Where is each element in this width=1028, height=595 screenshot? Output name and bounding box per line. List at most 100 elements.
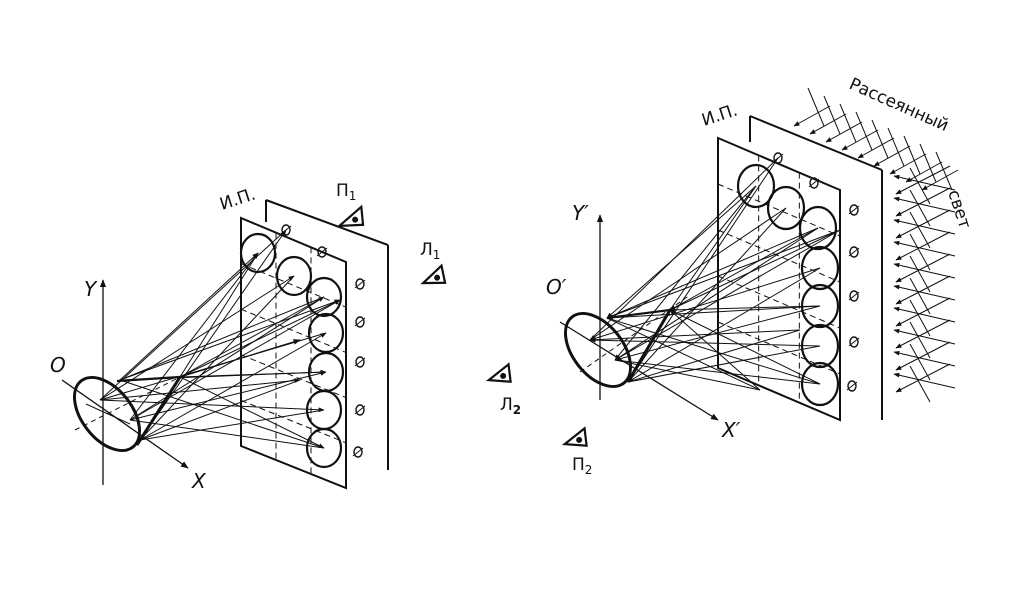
image-mark [849, 204, 859, 216]
scatter-arrow [889, 153, 927, 175]
middle-eyes: Л2 П2 [485, 362, 592, 477]
grid-line [717, 229, 841, 283]
image-mark-stroke [354, 279, 366, 289]
image-mark [773, 152, 783, 164]
ray-line [99, 275, 295, 401]
image-circle [800, 361, 840, 407]
grid-line [240, 399, 347, 444]
left-image-marks [280, 224, 366, 458]
grid-line [240, 263, 347, 308]
ray-line [606, 305, 821, 321]
scatter-arrow [893, 372, 956, 389]
ray-line [614, 359, 761, 391]
image-mark-stroke [354, 357, 366, 367]
image-circle [239, 232, 277, 274]
left-eye-l-label: Л1 [420, 240, 440, 262]
left-rays [99, 229, 341, 449]
image-mark-stroke [354, 405, 366, 415]
ray-line [119, 252, 259, 381]
scatter-arrow [909, 255, 931, 293]
image-mark [353, 446, 363, 458]
ray-line [627, 329, 801, 383]
left-eye-p-label: П1 [336, 181, 356, 203]
scatter-arrow [825, 121, 863, 143]
image-mark [849, 246, 859, 258]
image-mark [355, 404, 365, 416]
image-circle [736, 163, 776, 209]
scatter-arrow [793, 105, 831, 127]
ray-line [179, 296, 325, 378]
ray-line [129, 370, 327, 421]
scatter-arrow [893, 196, 956, 213]
scatter-arrow [909, 365, 931, 403]
ray-line [139, 409, 325, 441]
right-image-marks [772, 152, 860, 392]
left-screen-top [265, 199, 389, 246]
image-mark-stroke [808, 178, 820, 188]
scatter-arrow [871, 119, 889, 159]
scatter-arrow [935, 151, 953, 191]
scatter-arrow [919, 143, 937, 183]
scatter-arrow [895, 165, 951, 195]
image-mark [355, 356, 365, 368]
right-x-axis [559, 321, 719, 421]
left-image-circles [239, 232, 345, 469]
left-diagram: Y X O И.П. П1 Л1 [50, 181, 447, 493]
ray-line [627, 267, 821, 383]
image-mark-stroke [316, 247, 328, 257]
ray-line [129, 296, 325, 421]
ray-line [119, 296, 325, 381]
scatter-arrow [895, 341, 951, 371]
left-x-label: X [191, 469, 207, 493]
image-mark [847, 380, 857, 392]
image-mark [809, 177, 819, 189]
right-screen-top [749, 115, 883, 171]
scatter-arrow [895, 275, 951, 305]
scatter-arrow [909, 299, 931, 337]
left-object-hatch [85, 403, 131, 425]
ray-line [606, 227, 819, 319]
ray-line [606, 317, 821, 385]
ray-line [589, 207, 787, 341]
ray-line [99, 378, 301, 401]
ray-line [606, 317, 761, 391]
ray-line [669, 309, 821, 385]
ray-line [119, 379, 325, 449]
image-mark-stroke [352, 447, 364, 457]
scatter-arrow [895, 231, 951, 261]
eye-icon [485, 362, 512, 383]
right-y-label: Y′ [572, 201, 589, 225]
ray-line [614, 227, 819, 361]
scatter-arrow [921, 169, 959, 191]
image-mark [849, 290, 859, 302]
scatter-arrow [893, 240, 956, 257]
image-mark-stroke [848, 247, 860, 257]
scatter-arrow [905, 161, 943, 183]
image-mark [281, 224, 291, 236]
right-rays [589, 157, 841, 391]
ray-line [589, 157, 779, 341]
right-origin-label: O′ [546, 275, 567, 299]
ray-line [139, 379, 301, 441]
left-object-base [72, 375, 142, 453]
scatter-arrow [809, 113, 847, 135]
scatter-arrow [807, 87, 825, 127]
image-mark [849, 336, 859, 348]
left-dashed-axis [74, 376, 181, 431]
scatter-arrow [909, 277, 931, 315]
scatter-arrow [887, 127, 905, 167]
image-mark-stroke [848, 337, 860, 347]
image-mark [355, 316, 365, 328]
scatter-arrow [895, 319, 951, 349]
scatter-arrow [893, 174, 956, 191]
left-plate-label: И.П. [217, 185, 258, 215]
scatter-arrow [903, 135, 921, 175]
image-mark-stroke [772, 153, 784, 163]
ray-line [589, 337, 821, 347]
ray-line [129, 419, 325, 449]
right-object-edge-top [606, 308, 671, 320]
scatter-arrow [893, 306, 956, 323]
scattered-light-arrows [793, 87, 959, 403]
scatter-arrow [893, 262, 956, 279]
